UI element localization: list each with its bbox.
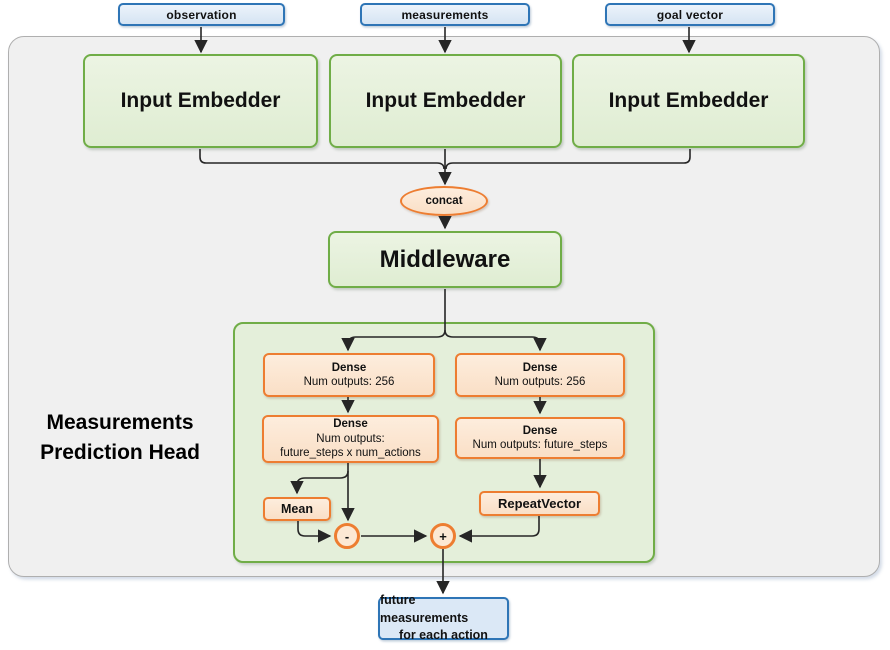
- embedder-label: Input Embedder: [120, 89, 281, 112]
- concat-label: concat: [425, 195, 463, 207]
- input-embedder-block-2: Input Embedder: [329, 54, 562, 148]
- prediction-head-title: Measurements Prediction Head: [14, 408, 226, 468]
- subtract-operator-node: -: [334, 523, 360, 549]
- dense-block-right-2: Dense Num outputs: future_steps: [455, 417, 625, 459]
- plus-label: +: [439, 528, 447, 544]
- prediction-head-title-line2: Prediction Head: [40, 441, 200, 464]
- dense-subtitle: Num outputs:: [316, 432, 385, 445]
- repeat-vector-label: RepeatVector: [497, 496, 582, 511]
- embedder-label: Input Embedder: [608, 89, 769, 112]
- dense-subtitle: Num outputs: future_steps: [472, 439, 608, 451]
- output-label-line1: future measurements: [380, 593, 469, 625]
- minus-label: -: [344, 528, 350, 544]
- embedder-label: Input Embedder: [365, 89, 526, 112]
- dense-block-left-2: Dense Num outputs: future_steps x num_ac…: [262, 415, 439, 463]
- input-embedder-block-1: Input Embedder: [83, 54, 318, 148]
- dense-subtitle2: future_steps x num_actions: [280, 447, 421, 460]
- repeat-vector-block: RepeatVector: [479, 491, 600, 516]
- output-node-future-measurements: future measurements for each action: [378, 593, 509, 642]
- add-operator-node: +: [430, 523, 456, 549]
- prediction-head-title-line1: Measurements: [46, 411, 194, 434]
- input-node-goal-vector: goal vector: [605, 3, 775, 26]
- input-node-measurements: measurements: [360, 3, 530, 26]
- output-label-line2: for each action: [399, 628, 488, 643]
- dense-block-left-1: Dense Num outputs: 256: [263, 353, 435, 397]
- dense-title: Dense: [333, 418, 368, 431]
- input-embedder-block-3: Input Embedder: [572, 54, 805, 148]
- mean-label: Mean: [281, 502, 313, 516]
- dense-block-right-1: Dense Num outputs: 256: [455, 353, 625, 397]
- mean-block: Mean: [263, 497, 331, 521]
- dense-title: Dense: [522, 424, 558, 437]
- input-label: observation: [166, 7, 237, 22]
- dense-title: Dense: [522, 361, 558, 374]
- dense-subtitle: Num outputs: 256: [303, 376, 395, 388]
- concat-node: concat: [400, 186, 488, 216]
- dense-subtitle: Num outputs: 256: [494, 376, 586, 388]
- middleware-block: Middleware: [328, 231, 562, 288]
- middleware-label: Middleware: [379, 245, 511, 273]
- dense-title: Dense: [331, 361, 367, 374]
- input-label: measurements: [401, 7, 489, 22]
- input-node-observation: observation: [118, 3, 285, 26]
- input-label: goal vector: [656, 7, 724, 22]
